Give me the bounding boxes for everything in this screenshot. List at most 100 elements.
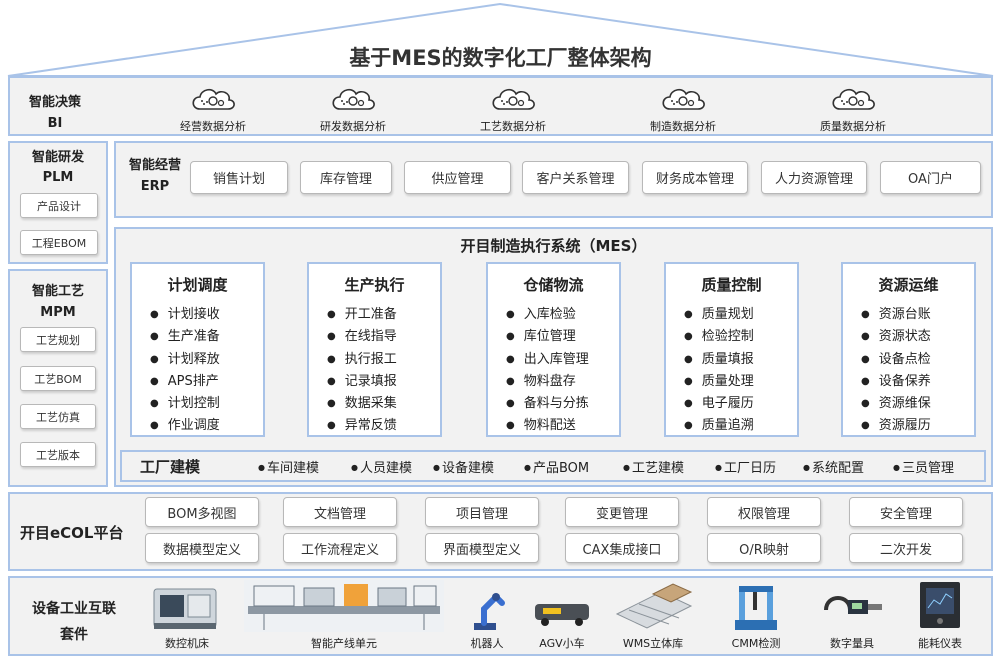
mes-title: 开目制造执行系统（MES） [460,237,647,255]
erp-item-supply[interactable]: 供应管理 [404,161,511,194]
mes-module-title: 计划调度 [167,276,228,294]
mes-module-item[interactable]: 生产准备 [150,326,220,348]
erp-item-sales-plan[interactable]: 销售计划 [190,161,288,194]
mpm-item-process-sim[interactable]: 工艺仿真 [20,404,96,429]
plm-label: 智能研发 PLM [8,146,108,185]
cloud-gear-icon [458,84,568,114]
factory-modeling-item[interactable]: 设备建模 [433,457,494,476]
mes-module-item[interactable]: 物料配送 [506,415,589,437]
factory-modeling-item[interactable]: 三员管理 [893,457,954,476]
mpm-item-process-version[interactable]: 工艺版本 [20,442,96,467]
factory-modeling-item[interactable]: 工厂日历 [715,457,776,476]
mes-module-item[interactable]: 资源状态 [861,326,931,348]
erp-item-inventory[interactable]: 库存管理 [300,161,392,194]
robot-arm-icon [474,592,505,630]
mpm-item-process-bom[interactable]: 工艺BOM [20,366,96,391]
cnc-machine-icon [153,588,217,629]
cloud-gear-icon [158,84,268,114]
production-line-icon [244,580,444,632]
plm-item-product-design[interactable]: 产品设计 [20,193,98,218]
factory-modeling-item[interactable]: 人员建模 [351,457,412,476]
mpm-label-line2: MPM [40,305,76,320]
cloud-gear-icon [628,84,738,114]
plm-item-ebom[interactable]: 工程EBOM [20,230,98,255]
mes-module-item[interactable]: 物料盘存 [506,371,589,393]
mes-module-item[interactable]: 作业调度 [150,415,220,437]
mes-module-item[interactable]: 计划释放 [150,349,220,371]
mes-module-item[interactable]: 质量处理 [684,371,754,393]
mes-module-list: 质量规划检验控制质量填报质量处理电子履历质量追溯 [684,304,754,438]
mes-module-item[interactable]: 库位管理 [506,326,589,348]
mes-module-item[interactable]: 检验控制 [684,326,754,348]
erp-label: 智能经营 ERP [120,154,190,194]
mes-module-item[interactable]: 记录填报 [327,371,397,393]
mes-module: 质量控制质量规划检验控制质量填报质量处理电子履历质量追溯 [664,262,799,437]
mes-module-list: 计划接收生产准备计划释放APS排产计划控制作业调度 [150,304,220,438]
ecol-item[interactable]: 文档管理 [283,497,397,527]
mes-module-title: 生产执行 [344,276,405,294]
cloud-gear-icon [798,84,908,114]
mes-module-item[interactable]: 入库检验 [506,304,589,326]
erp-item-oa[interactable]: OA门户 [880,161,981,194]
mes-module: 仓储物流入库检验库位管理出入库管理物料盘存备料与分拣物料配送 [486,262,621,437]
mes-module-item[interactable]: 异常反馈 [327,415,397,437]
device-label: 能耗仪表 [918,637,962,650]
mes-module-item[interactable]: 开工准备 [327,304,397,326]
device-label: 数字量具 [830,637,874,650]
bi-item-label: 研发数据分析 [320,120,386,133]
mes-module: 生产执行开工准备在线指导执行报工记录填报数据采集异常反馈 [307,262,442,437]
bi-item[interactable]: 工艺数据分析 [458,84,568,134]
factory-modeling-item[interactable]: 工艺建模 [623,457,684,476]
mes-module-item[interactable]: 数据采集 [327,393,397,415]
ecol-item[interactable]: 权限管理 [707,497,821,527]
mes-module-item[interactable]: 质量规划 [684,304,754,326]
mes-module-item[interactable]: APS排产 [150,371,220,393]
mes-module-item[interactable]: 设备保养 [861,371,931,393]
bi-item[interactable]: 质量数据分析 [798,84,908,134]
iot-label: 设备工业互联 套件 [15,598,133,644]
bi-item[interactable]: 研发数据分析 [298,84,408,134]
ecol-item[interactable]: 安全管理 [849,497,963,527]
mes-module-item[interactable]: 资源维保 [861,393,931,415]
ecol-item[interactable]: O/R映射 [707,533,821,563]
mpm-label: 智能工艺 MPM [8,280,108,320]
agv-cart-icon [535,604,589,626]
factory-modeling-item[interactable]: 系统配置 [803,457,864,476]
erp-item-crm[interactable]: 客户关系管理 [522,161,629,194]
bi-label-line1: 智能决策 [28,95,81,110]
ecol-item[interactable]: 界面模型定义 [425,533,539,563]
erp-item-finance[interactable]: 财务成本管理 [642,161,748,194]
mes-module-item[interactable]: 备料与分拣 [506,393,589,415]
bi-item[interactable]: 经营数据分析 [158,84,268,134]
mes-module-item[interactable]: 出入库管理 [506,349,589,371]
mes-module-item[interactable]: 资源履历 [861,415,931,437]
ecol-item[interactable]: 工作流程定义 [283,533,397,563]
mpm-label-line1: 智能工艺 [31,284,84,299]
energy-meter-icon [920,582,960,628]
bi-item[interactable]: 制造数据分析 [628,84,738,134]
factory-modeling-item[interactable]: 车间建模 [258,457,319,476]
ecol-item[interactable]: CAX集成接口 [565,533,679,563]
ecol-item[interactable]: BOM多视图 [145,497,259,527]
ecol-item[interactable]: 项目管理 [425,497,539,527]
erp-item-hr[interactable]: 人力资源管理 [761,161,867,194]
mes-module-item[interactable]: 计划接收 [150,304,220,326]
mes-module-item[interactable]: 执行报工 [327,349,397,371]
device-label: AGV小车 [539,637,585,650]
device-label: WMS立体库 [622,637,684,650]
bi-item-label: 经营数据分析 [180,120,246,133]
ecol-item[interactable]: 二次开发 [849,533,963,563]
mes-module-item[interactable]: 电子履历 [684,393,754,415]
mes-module-item[interactable]: 计划控制 [150,393,220,415]
mpm-item-process-planning[interactable]: 工艺规划 [20,327,96,352]
mes-module-item[interactable]: 质量填报 [684,349,754,371]
device-label: CMM检测 [731,637,781,650]
mes-module-item[interactable]: 设备点检 [861,349,931,371]
mes-module-item[interactable]: 质量追溯 [684,415,754,437]
ecol-item[interactable]: 变更管理 [565,497,679,527]
ecol-item[interactable]: 数据模型定义 [145,533,259,563]
mes-module-title: 质量控制 [701,276,762,294]
factory-modeling-item[interactable]: 产品BOM [524,457,589,476]
mes-module-item[interactable]: 在线指导 [327,326,397,348]
mes-module-item[interactable]: 资源台账 [861,304,931,326]
